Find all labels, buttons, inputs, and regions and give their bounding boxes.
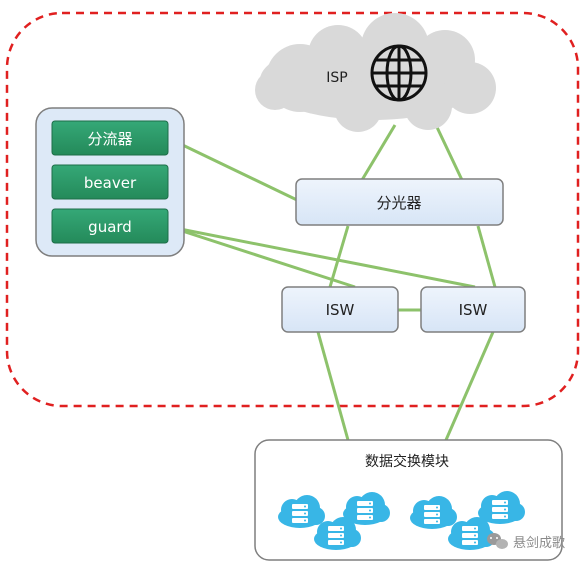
shunt-device: 分流器 (51, 120, 169, 156)
internal-network-boundary (5, 11, 580, 408)
watermark: 悬剑成歌 (487, 533, 565, 551)
isw-left-label: ISW (326, 301, 355, 319)
optical-splitter-node: 分光器 (295, 178, 504, 226)
link-splitter-isw-right (476, 225, 497, 288)
link-isp-splitter-left (360, 124, 397, 181)
link-shunt-splitter (167, 136, 298, 202)
watermark-text: 悬剑成歌 (513, 535, 565, 551)
data-exchange-module: 数据交换模块 (254, 439, 563, 561)
wechat-icon (487, 533, 508, 549)
link-splitter-isw-left (328, 225, 350, 288)
link-isp-splitter-right (433, 122, 464, 181)
isp-cloud: ISP (255, 13, 496, 132)
connection-links (167, 122, 497, 441)
optical-splitter-label: 分光器 (376, 194, 421, 212)
shunt-label: 分流器 (87, 130, 132, 148)
link-guard-isw-right (169, 225, 476, 289)
data-exchange-label: 数据交换模块 (365, 453, 449, 470)
isw-right-label: ISW (459, 301, 488, 319)
beaver-label: beaver (84, 174, 137, 192)
link-guard-isw-left (169, 225, 356, 289)
device-group: 分流器 beaver guard (35, 107, 185, 257)
isw-right-node: ISW (420, 286, 526, 333)
guard-device: guard (51, 208, 169, 244)
link-isw-right-exchange (444, 331, 495, 441)
beaver-device: beaver (51, 164, 169, 200)
isp-label: ISP (326, 70, 347, 86)
link-isw-left-exchange (316, 331, 350, 441)
guard-label: guard (88, 218, 132, 236)
globe-icon (370, 44, 428, 102)
isw-left-node: ISW (281, 286, 399, 333)
